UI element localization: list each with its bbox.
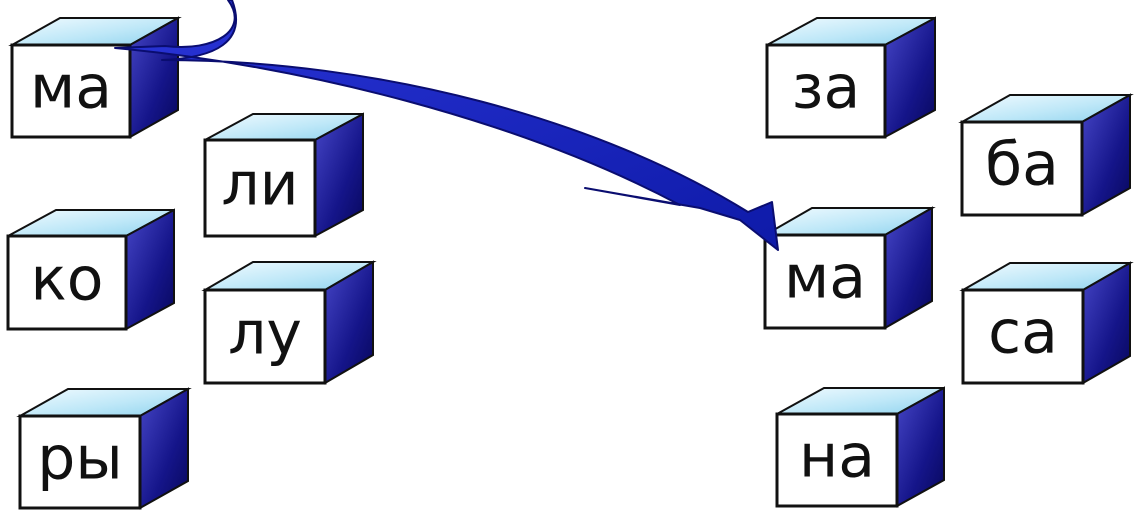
- syllable-label: ма: [784, 243, 866, 313]
- syllable-cube: ма: [8, 16, 182, 139]
- syllable-label: ма: [30, 53, 112, 123]
- syllable-cube: на: [775, 386, 945, 508]
- syllable-label: лу: [228, 299, 302, 369]
- syllable-label: ба: [985, 130, 1059, 200]
- left-syllable-group: ма ли ко лу ры: [6, 16, 377, 510]
- cube-front-face: [10, 43, 132, 139]
- cube-front-face: [961, 288, 1085, 385]
- connection-arrow: [114, 0, 779, 251]
- syllable-label: ли: [221, 150, 298, 220]
- syllable-cube-target: ма: [761, 206, 936, 330]
- syllable-label: ры: [37, 424, 122, 494]
- syllable-label: ко: [31, 245, 104, 315]
- right-syllable-group: за ба ма са на: [761, 16, 1134, 508]
- syllable-cube: ры: [16, 387, 192, 510]
- cube-front-face: [775, 412, 899, 508]
- syllable-label: за: [792, 53, 861, 123]
- cube-front-face: [765, 43, 887, 139]
- syllable-cube: ли: [203, 112, 364, 238]
- cube-front-face: [203, 288, 327, 385]
- cube-front-face: [203, 138, 317, 238]
- syllable-cube: ба: [958, 93, 1134, 217]
- cube-front-face: [6, 234, 128, 331]
- syllable-cube: ко: [6, 208, 175, 331]
- syllable-label: са: [988, 298, 1058, 368]
- cube-front-face: [960, 120, 1084, 217]
- cube-front-face: [763, 233, 887, 330]
- syllable-cube: за: [765, 16, 936, 139]
- cube-front-face: [18, 414, 142, 510]
- syllable-cube: лу: [201, 260, 377, 385]
- arrow-body: [114, 0, 779, 251]
- syllable-label: на: [799, 422, 875, 492]
- syllable-cube: са: [959, 261, 1134, 385]
